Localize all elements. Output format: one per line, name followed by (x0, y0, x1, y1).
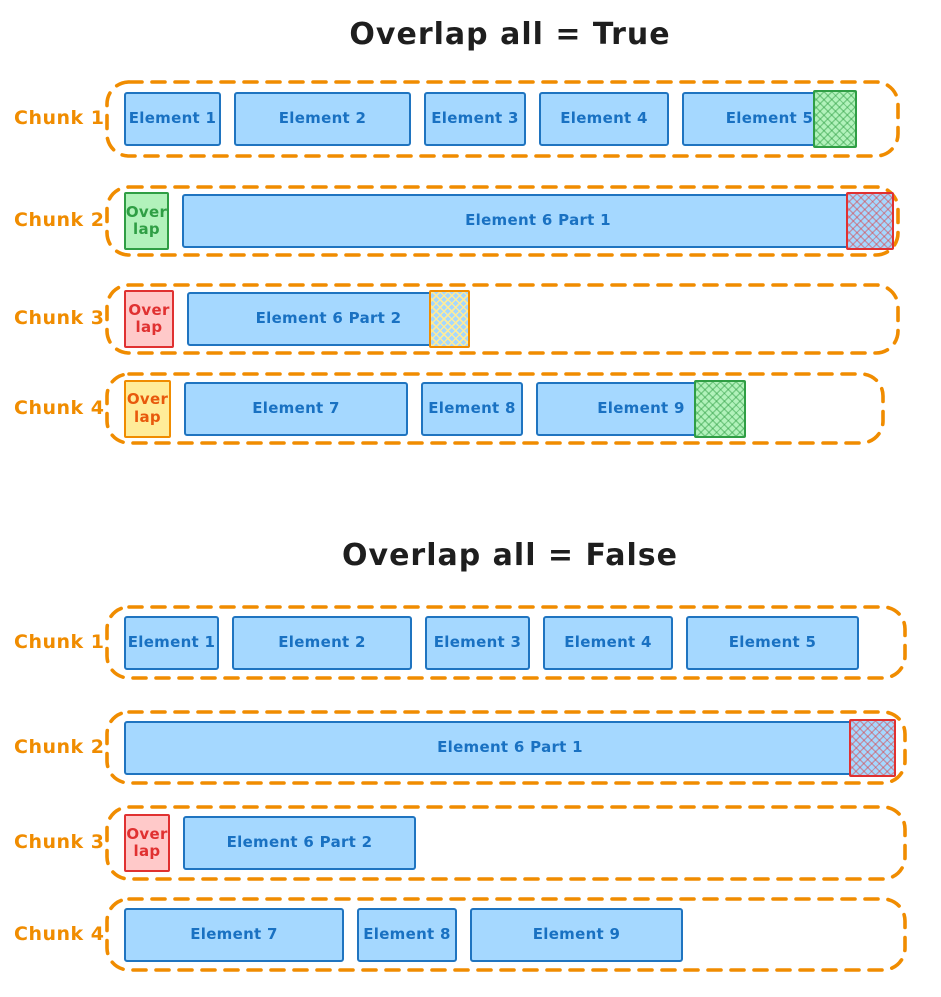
yellow-overlap-tail (429, 290, 470, 348)
element-box: Element 5 (682, 90, 857, 148)
element-label: Element 4 (560, 109, 648, 128)
element-box: Element 8 (421, 381, 523, 436)
element-label: Element 8 (428, 398, 516, 417)
section-title: Overlap all = False (342, 538, 678, 573)
element-label: Element 5 (728, 632, 817, 651)
red-overlap-box: Over lap (124, 814, 170, 872)
chunk-container: Over lap Element 6 Part 1 (105, 185, 900, 257)
chunk-label: Chunk 1 (14, 630, 105, 653)
element-box: Element 6 Part 2 (187, 290, 470, 348)
element-box: Element 4 (539, 92, 669, 146)
element-box: Element 9 (470, 907, 683, 962)
section-title: Overlap all = True (349, 17, 671, 52)
element-box: Element 4 (543, 615, 673, 670)
chunk-label: Chunk 4 (14, 396, 105, 419)
chunk-label: Chunk 4 (14, 922, 105, 945)
element-label: Element 2 (278, 109, 367, 128)
overlap-label: Over lap (126, 390, 169, 426)
element-box: Element 3 (425, 615, 530, 670)
element-label: Element 6 Part 1 (465, 211, 611, 230)
element-box: Element 2 (234, 92, 411, 146)
element-box: Element 7 (124, 907, 344, 962)
element-label: Element 3 (431, 109, 519, 128)
yellow-overlap-box: Over lap (124, 379, 171, 438)
overlap-label: Over lap (125, 202, 168, 238)
overlap-label: Over lap (126, 824, 168, 860)
element-label: Element 9 (597, 398, 685, 417)
green-overlap-box: Over lap (124, 192, 169, 250)
element-box: Element 6 Part 1 (124, 718, 896, 777)
element-box: Element 8 (357, 907, 457, 962)
element-label: Element 7 (252, 398, 340, 417)
red-overlap-tail (846, 192, 894, 250)
element-label: Element 6 Part 2 (226, 833, 373, 852)
chunk-label: Chunk 3 (14, 831, 105, 853)
green-overlap-tail (694, 379, 746, 438)
chunk-label: Chunk 3 (14, 307, 105, 329)
element-label: Element 6 Part 2 (255, 309, 402, 328)
element-box: Element 1 (124, 92, 221, 146)
chunk-container: Over lap Element 7 Element 8 Element 9 (105, 372, 885, 445)
element-label: Element 6 Part 1 (437, 737, 583, 756)
chunk-label: Chunk 1 (14, 107, 105, 129)
red-overlap-tail (849, 718, 896, 777)
element-label: Element 3 (433, 632, 522, 651)
element-label: Element 7 (190, 924, 278, 943)
element-label: Element 8 (363, 924, 451, 943)
chunk-container: Over lap Element 6 Part 2 (105, 805, 907, 881)
element-box: Element 7 (184, 381, 408, 436)
red-overlap-box: Over lap (124, 290, 174, 348)
element-label: Element 2 (278, 632, 366, 651)
overlap-label: Over lap (128, 300, 170, 336)
chunk-label: Chunk 2 (14, 209, 105, 231)
chunk-container: Element 1 Element 2 Element 3 Element 4 Elem… (105, 80, 900, 158)
chunk-container: Element 1 Element 2 Element 3 Element 4 Elem… (105, 605, 907, 680)
element-label: Element 9 (532, 924, 621, 943)
element-box: Element 1 (124, 615, 219, 670)
element-box: Element 5 (686, 615, 859, 670)
green-overlap-tail (813, 90, 857, 148)
element-label: Element 1 (127, 632, 216, 651)
element-label: Element 1 (128, 109, 217, 128)
element-box: Element 6 Part 1 (182, 192, 894, 250)
chunk-container: Element 6 Part 1 (105, 710, 907, 785)
element-box: Element 3 (424, 92, 526, 146)
element-label: Element 4 (564, 632, 652, 651)
chunk-container: Element 7 Element 8 Element 9 (105, 897, 907, 972)
element-label: Element 5 (725, 109, 814, 128)
chunk-container: Over lap Element 6 Part 2 (105, 283, 900, 355)
chunk-label: Chunk 2 (14, 735, 105, 758)
element-box: Element 6 Part 2 (183, 816, 416, 870)
element-box: Element 9 (536, 379, 746, 438)
element-box: Element 2 (232, 615, 412, 670)
